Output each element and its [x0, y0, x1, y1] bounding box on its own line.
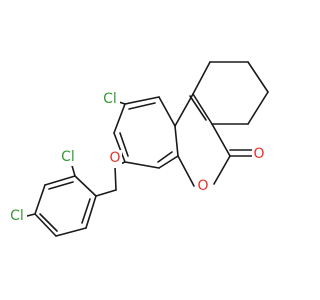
- atom-label-o-ring: O: [196, 178, 210, 196]
- lactone-ring: [174, 93, 253, 187]
- dichlorophenyl-ring: [22, 161, 97, 237]
- svg-text:O: O: [109, 150, 120, 166]
- benzene-ring-core: [112, 96, 179, 169]
- structure-canvas: Cl O O O Cl Cl: [7, 61, 269, 237]
- atom-label-cl-para: Cl: [7, 207, 27, 225]
- atom-label-cl-ortho: Cl: [58, 148, 78, 166]
- svg-text:Cl: Cl: [103, 91, 117, 107]
- svg-text:Cl: Cl: [61, 149, 75, 165]
- benzyl-linker: [95, 165, 117, 197]
- atom-label-o-ether: O: [108, 150, 122, 168]
- molecule-structure: Cl O O O Cl Cl: [7, 61, 269, 237]
- atom-label-cl-top: Cl: [100, 90, 120, 108]
- svg-text:O: O: [253, 146, 264, 162]
- cyclohexene-ring: [189, 61, 269, 125]
- svg-text:Cl: Cl: [10, 208, 24, 224]
- svg-text:O: O: [197, 178, 208, 194]
- atom-label-o-carbonyl: O: [252, 146, 266, 164]
